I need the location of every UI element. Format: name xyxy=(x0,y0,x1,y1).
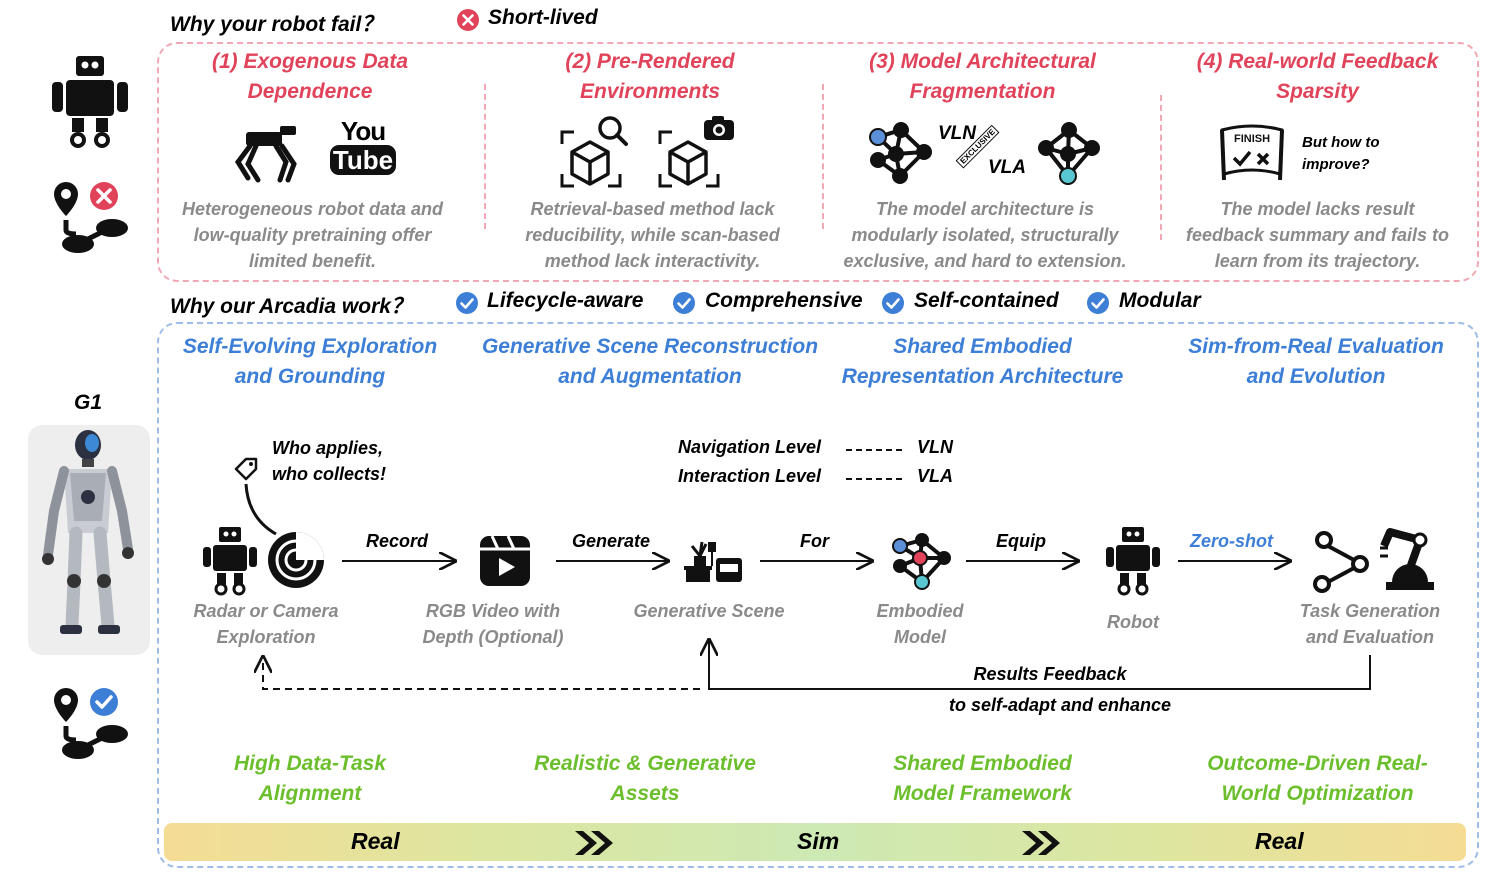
who-applies-note: Who applies, who collects! xyxy=(272,438,387,484)
legend-navigation-level: Navigation Level xyxy=(678,437,822,457)
fail-col-1-desc: Heterogeneous robot data and low-quality… xyxy=(181,199,444,271)
fail-frame xyxy=(157,42,1479,282)
check-circle-icon xyxy=(882,292,904,314)
work-frame xyxy=(157,322,1479,868)
fail-question: Why your robot fail？ xyxy=(170,13,383,36)
stage-bar xyxy=(164,823,1466,861)
fail-col-4-title: (4) Real-world Feedback Sparsity xyxy=(1196,50,1439,103)
tag-icon xyxy=(234,457,258,481)
fail-divider xyxy=(822,84,824,229)
node-radar-label: Radar or Camera Exploration xyxy=(193,601,339,647)
map-route-success-icon xyxy=(54,688,128,759)
route-icon xyxy=(1313,531,1369,593)
legend-interaction-level: Interaction Level xyxy=(678,466,822,486)
fail-divider xyxy=(484,84,486,229)
fail-col-3-desc: The model architecture is modularly isol… xyxy=(843,199,1127,271)
note-pointer xyxy=(244,483,277,536)
double-chevron-icon xyxy=(575,831,613,855)
check-circle-icon xyxy=(1087,292,1109,314)
radar-icon xyxy=(268,532,324,588)
work-col-2-title: Generative Scene Reconstruction and Augm… xyxy=(481,335,819,388)
legend-dash xyxy=(846,449,902,451)
neural-network-icon xyxy=(1038,122,1100,185)
feedback-label: Results Feedback xyxy=(973,664,1127,684)
node-rgb-video-label: RGB Video with Depth (Optional) xyxy=(422,601,564,647)
feedback-sublabel: to self-adapt and enhance xyxy=(948,695,1172,715)
fail-col-2-title: (2) Pre-Rendered Environments xyxy=(565,50,735,103)
youtube-logo: You Tube xyxy=(330,118,396,175)
edge-zero-shot-label: Zero-shot xyxy=(1190,531,1273,551)
stage-sim: Sim xyxy=(797,828,840,854)
robot-icon xyxy=(203,527,257,596)
robot-dog-icon xyxy=(234,126,297,183)
node-generative-scene-label: Generative Scene xyxy=(633,601,785,621)
feedback-loop-dashed xyxy=(263,657,700,690)
improve-question: But how to improve? xyxy=(1302,134,1380,173)
cube-search-icon xyxy=(560,116,628,188)
legend-vla: VLA xyxy=(917,466,953,486)
node-robot-label: Robot xyxy=(1107,612,1159,632)
benefit-3: Shared Embodied Model Framework xyxy=(893,752,1072,805)
feature-modular: Modular xyxy=(1119,289,1201,312)
benefit-2: Realistic & Generative Assets xyxy=(534,752,756,805)
robot-icon xyxy=(52,56,128,148)
robot-g1-label: G1 xyxy=(74,391,103,414)
feature-lifecycle-aware: Lifecycle-aware xyxy=(487,289,644,312)
benefit-4: Outcome-Driven Real-World Optimization xyxy=(1207,752,1428,805)
feedback-loop-solid xyxy=(709,640,1371,690)
feature-self-contained: Self-contained xyxy=(914,289,1059,312)
fail-divider xyxy=(1160,95,1162,240)
neural-network-icon xyxy=(892,533,951,590)
stage-real-right: Real xyxy=(1255,828,1304,854)
node-task-generation-label: Task Generation and Evaluation xyxy=(1299,601,1441,647)
benefit-1: High Data-Task Alignment xyxy=(233,752,387,805)
fail-col-2-desc: Retrieval-based method lack reducibility… xyxy=(525,199,780,271)
video-clapper-icon xyxy=(480,535,530,586)
robotic-arm-icon xyxy=(1380,528,1434,590)
work-question: Why our Arcadia work？ xyxy=(170,295,412,318)
robot-icon xyxy=(1106,527,1160,596)
neural-network-icon xyxy=(869,122,932,184)
stage-real-left: Real xyxy=(351,828,400,854)
work-col-1-title: Self-Evolving Exploration and Grounding xyxy=(182,335,438,388)
legend-dash xyxy=(846,478,902,480)
vla-tag: VLA xyxy=(988,157,1026,178)
double-chevron-icon xyxy=(1022,831,1060,855)
cube-camera-icon xyxy=(658,116,734,188)
feature-comprehensive: Comprehensive xyxy=(705,289,863,312)
x-circle-icon xyxy=(457,9,479,31)
check-circle-icon xyxy=(456,292,478,314)
vln-tag: VLN xyxy=(938,123,976,144)
furniture-scene-icon xyxy=(684,541,742,582)
fail-col-4-desc: The model lacks result feedback summary … xyxy=(1185,199,1450,271)
finish-text: FINISH xyxy=(1234,133,1270,145)
fail-status-label: Short-lived xyxy=(488,6,598,29)
fail-col-3-title: (3) Model Architectural Fragmentation xyxy=(869,50,1096,103)
edge-generate-label: Generate xyxy=(572,531,651,551)
edge-for-label: For xyxy=(800,531,829,551)
work-col-3-title: Shared Embodied Representation Architect… xyxy=(841,335,1124,388)
map-route-fail-icon xyxy=(54,182,128,253)
work-col-4-title: Sim-from-Real Evaluation and Evolution xyxy=(1188,335,1444,388)
humanoid-robot-image xyxy=(28,425,150,655)
finish-banner-icon: FINISH xyxy=(1220,124,1284,181)
check-circle-icon xyxy=(673,292,695,314)
legend-vln: VLN xyxy=(917,437,953,457)
fail-col-1-title: (1) Exogenous Data Dependence xyxy=(211,50,409,103)
node-embodied-model-label: Embodied Model xyxy=(876,601,964,647)
edge-equip-label: Equip xyxy=(996,531,1046,551)
edge-record-label: Record xyxy=(366,531,429,551)
